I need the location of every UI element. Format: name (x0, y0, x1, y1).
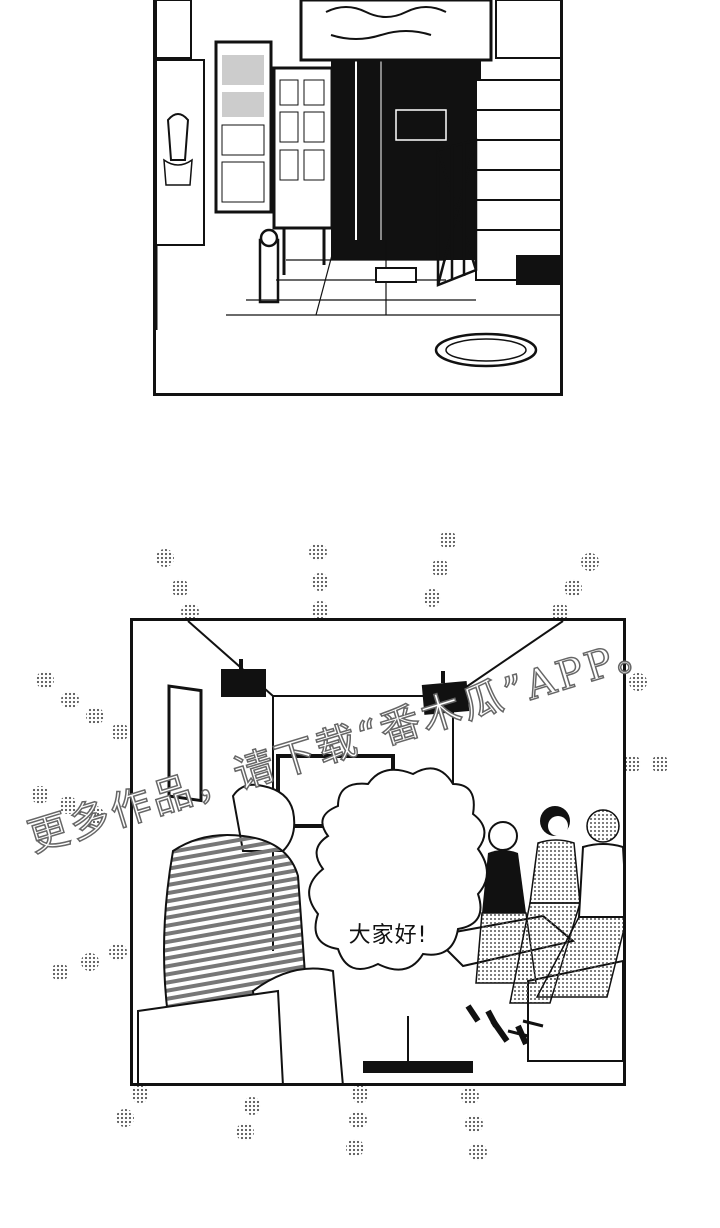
karaoke-scene-drawing (137, 621, 623, 1083)
mannequin (166, 113, 190, 161)
floor-tiles (226, 239, 560, 316)
fire-hydrant (258, 228, 280, 304)
stair-railing (436, 138, 478, 287)
man-striped-shirt (163, 783, 344, 1083)
hanging-sign (299, 0, 493, 62)
staircase (475, 79, 560, 285)
speech-bubble (308, 767, 488, 971)
street-entrance-panel (153, 0, 563, 396)
karaoke-room-panel (130, 618, 626, 1086)
speaker-right (421, 671, 470, 715)
woman-right (507, 809, 623, 1038)
manhole-cover (434, 332, 538, 368)
wall-mirror (167, 684, 203, 803)
sofa-left (137, 989, 284, 1083)
shop-window (156, 59, 205, 246)
sign-boards (214, 40, 334, 275)
microphone-stand-base (363, 1061, 473, 1073)
speech-bubble-text: 大家好! (348, 923, 428, 948)
street-scene-drawing (156, 0, 560, 368)
speaker-left (221, 659, 266, 697)
woman-middle (490, 806, 582, 1046)
